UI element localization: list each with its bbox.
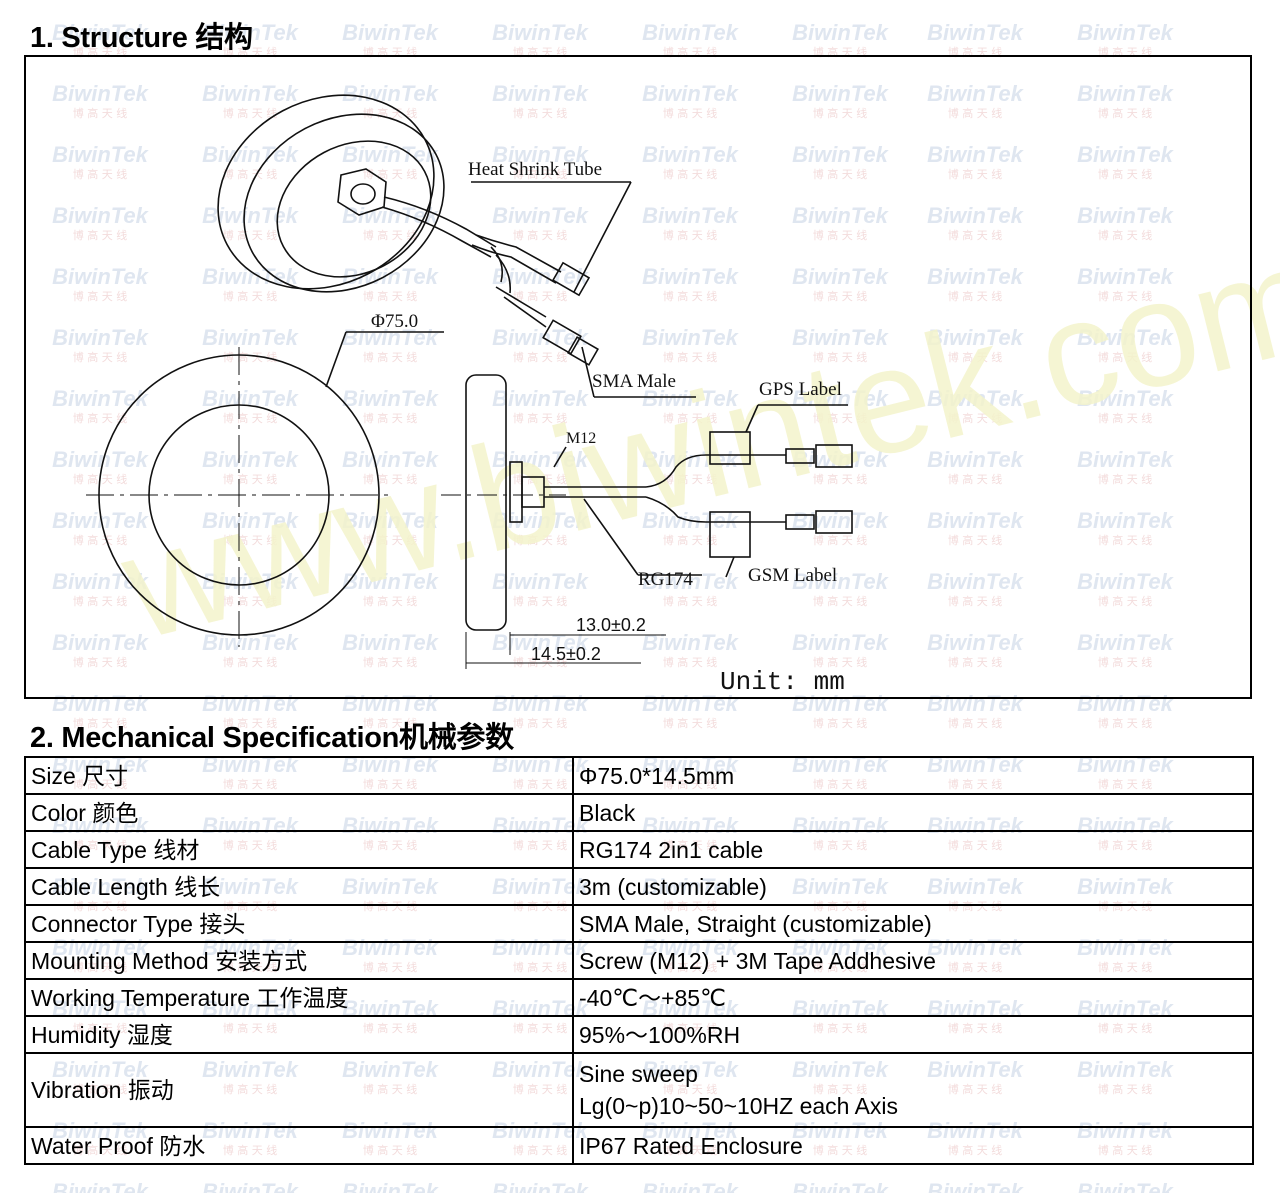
- spec-value: SMA Male, Straight (customizable): [572, 904, 1254, 943]
- watermark-cn: 博 高 天 线: [513, 716, 568, 730]
- spec-key: Cable Length 线长: [24, 867, 574, 906]
- spec-key: Cable Type 线材: [24, 830, 574, 869]
- structure-diagram: Heat Shrink Tube Φ75.0 SMA Male GPS Labe…: [24, 55, 1252, 699]
- label-rg174: RG174: [638, 569, 693, 590]
- watermark-brand: BiwinTek: [927, 1179, 1025, 1193]
- spec-value-line: Lg(0~p)10~50~10HZ each Axis: [579, 1093, 899, 1119]
- spec-value: 3m (customizable): [572, 867, 1254, 906]
- table-row: Cable Length 线长 3m (customizable): [24, 867, 1254, 906]
- spec-key: Connector Type 接头: [24, 904, 574, 943]
- spec-value: RG174 2in1 cable: [572, 830, 1254, 869]
- spec-value: IP67 Rated Enclosure: [572, 1126, 1254, 1165]
- structure-section-title: 1. Structure 结构: [30, 22, 253, 54]
- watermark-brand: BiwinTek: [342, 20, 440, 45]
- diagram-labels: Heat Shrink Tube Φ75.0 SMA Male GPS Labe…: [371, 159, 845, 697]
- table-row: Cable Type 线材 RG174 2in1 cable: [24, 830, 1254, 869]
- label-heat-shrink-tube: Heat Shrink Tube: [468, 159, 602, 180]
- table-row: Color 颜色 Black: [24, 793, 1254, 832]
- label-dim-13: 13.0±0.2: [576, 615, 646, 635]
- watermark-cn: 博 高 天 线: [1098, 716, 1153, 730]
- table-row: Working Temperature 工作温度 -40℃～+85℃: [24, 978, 1254, 1017]
- watermark-brand: BiwinTek: [642, 1179, 740, 1193]
- spec-key: Mounting Method 安装方式: [24, 941, 574, 980]
- isometric-view: [217, 94, 599, 366]
- table-row: Connector Type 接头 SMA Male, Straight (cu…: [24, 904, 1254, 943]
- watermark-brand: BiwinTek: [927, 20, 1025, 45]
- watermark-cn: 博 高 天 线: [813, 716, 868, 730]
- mechanical-section-title: 2. Mechanical Specification机械参数: [30, 722, 514, 754]
- spec-key: Vibration 振动: [24, 1052, 574, 1128]
- spec-key: Size 尺寸: [24, 756, 574, 795]
- watermark-brand: BiwinTek: [1077, 20, 1175, 45]
- watermark-cn: 博 高 天 线: [663, 716, 718, 730]
- spec-key: Humidity 湿度: [24, 1015, 574, 1054]
- watermark-brand: BiwinTek: [492, 1179, 590, 1193]
- table-row: Vibration 振动 Sine sweep Lg(0~p)10~50~10H…: [24, 1052, 1254, 1128]
- label-m12: M12: [566, 430, 596, 447]
- watermark-brand: BiwinTek: [792, 1179, 890, 1193]
- watermark-brand: BiwinTek: [342, 1179, 440, 1193]
- label-diameter: Φ75.0: [371, 311, 418, 332]
- watermark-brand: BiwinTek: [792, 20, 890, 45]
- spec-value: Screw (M12) + 3M Tape Addhesive: [572, 941, 1254, 980]
- label-gsm: GSM Label: [748, 565, 837, 586]
- spec-value: -40℃～+85℃: [572, 978, 1254, 1017]
- label-sma-male: SMA Male: [592, 371, 676, 392]
- antenna-drawing: Heat Shrink Tube Φ75.0 SMA Male GPS Labe…: [86, 94, 853, 697]
- table-row: Mounting Method 安装方式 Screw (M12) + 3M Ta…: [24, 941, 1254, 980]
- watermark-brand: BiwinTek: [202, 1179, 300, 1193]
- watermark-brand: BiwinTek: [642, 20, 740, 45]
- table-row: Size 尺寸 Φ75.0*14.5mm: [24, 756, 1254, 795]
- table-row: Humidity 湿度 95%～100%RH: [24, 1015, 1254, 1054]
- spec-table: Size 尺寸 Φ75.0*14.5mm Color 颜色 Black Cabl…: [24, 756, 1254, 1165]
- watermark-cn: 博 高 天 线: [948, 716, 1003, 730]
- watermark-brand: BiwinTek: [52, 1179, 150, 1193]
- table-row: Water Proof 防水 IP67 Rated Enclosure: [24, 1126, 1254, 1165]
- spec-key: Color 颜色: [24, 793, 574, 832]
- label-dim-145: 14.5±0.2: [531, 644, 601, 664]
- front-view: [86, 331, 444, 647]
- label-gps: GPS Label: [759, 379, 842, 400]
- spec-key: Working Temperature 工作温度: [24, 978, 574, 1017]
- label-unit: Unit: mm: [720, 667, 845, 697]
- watermark-brand: BiwinTek: [1077, 1179, 1175, 1193]
- side-view: [441, 181, 853, 669]
- spec-value: 95%～100%RH: [572, 1015, 1254, 1054]
- spec-value-line: Sine sweep: [579, 1061, 698, 1087]
- spec-value: Sine sweep Lg(0~p)10~50~10HZ each Axis: [572, 1052, 1254, 1128]
- watermark-brand: BiwinTek: [492, 20, 590, 45]
- spec-value: Φ75.0*14.5mm: [572, 756, 1254, 795]
- spec-key: Water Proof 防水: [24, 1126, 574, 1165]
- spec-value: Black: [572, 793, 1254, 832]
